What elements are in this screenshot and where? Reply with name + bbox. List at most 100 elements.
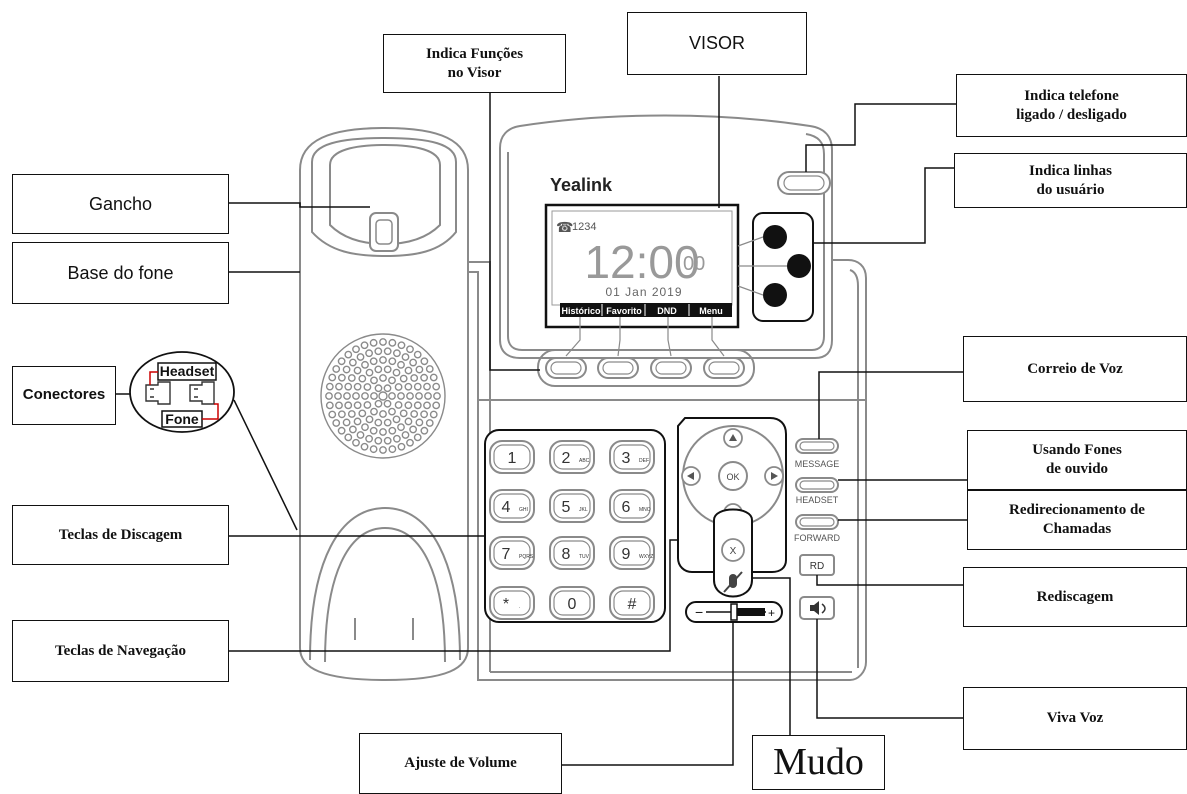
speaker-hole: [343, 392, 351, 400]
softkey-label: Histórico: [561, 306, 601, 316]
key-inner: [613, 540, 651, 566]
chevron-up-icon: [729, 434, 737, 441]
speaker-hole: [397, 392, 405, 400]
key-3[interactable]: [609, 440, 655, 474]
key-1[interactable]: [489, 440, 535, 474]
speaker-hole: [369, 357, 378, 366]
callout-ajuste-volume: Ajuste de Volume: [359, 733, 562, 794]
speaker-hole: [432, 401, 441, 410]
speaker-hole: [388, 376, 396, 385]
speaker-hole: [404, 382, 413, 391]
key-8[interactable]: [549, 536, 595, 570]
speaker-hole: [401, 353, 410, 361]
speaker-hole: [358, 374, 367, 383]
speaker-hole: [325, 401, 334, 410]
speaker-hole: [397, 360, 405, 369]
key-#[interactable]: [609, 586, 655, 620]
softkey-button-4[interactable]: [703, 357, 745, 379]
speaker-hole: [383, 418, 392, 427]
speaker-hole: [358, 409, 367, 418]
callout-gancho: Gancho: [12, 174, 229, 234]
speaker-hole: [374, 418, 383, 427]
cancel-button: [721, 538, 745, 562]
key-5[interactable]: [549, 489, 595, 523]
key-letters: WXYZ: [639, 554, 653, 560]
speaker-hole: [325, 382, 334, 391]
callout-viva-voz: Viva Voz: [963, 687, 1187, 750]
key-2[interactable]: [549, 440, 595, 474]
connector-headset-label: Headset: [160, 363, 215, 379]
line-key-2: [787, 254, 811, 278]
speaker-hole: [337, 410, 346, 419]
speaker-hole: [344, 433, 353, 442]
key-inner: [613, 493, 651, 519]
key-*[interactable]: [489, 586, 535, 620]
speaker-hole: [397, 423, 405, 432]
speaker-hole: [406, 392, 414, 400]
callout-base-fone: Base do fone: [12, 242, 229, 304]
speaker-hole: [410, 374, 419, 382]
softkey-button-2[interactable]: [597, 357, 639, 379]
chevron-right-icon: [771, 472, 778, 480]
speaker-hole: [369, 445, 378, 454]
softkey-button-inner: [550, 361, 582, 375]
key-digit: 3: [622, 450, 631, 467]
key-7[interactable]: [489, 536, 535, 570]
svg-text:MESSAGE: MESSAGE: [795, 459, 840, 469]
key-6[interactable]: [609, 489, 655, 523]
key-inner: [493, 540, 531, 566]
speaker-hole: [369, 426, 378, 435]
softkey-button-inner: [655, 361, 687, 375]
line-key-3: [763, 283, 787, 307]
speaker-hole: [379, 446, 387, 454]
key-inner: [553, 444, 591, 470]
key-4[interactable]: [489, 489, 535, 523]
speaker-hole: [423, 401, 431, 410]
softkey-button-3[interactable]: [650, 357, 692, 379]
key-inner: [613, 590, 651, 616]
key-digit: *: [503, 596, 509, 613]
key-letters: TUV: [579, 554, 590, 560]
power-indicator-led: [777, 171, 831, 195]
key-digit: 0: [568, 596, 577, 613]
speaker-hole: [352, 345, 360, 354]
chevron-left-icon: [687, 472, 694, 480]
speaker-hole: [392, 368, 401, 377]
svg-text:RD: RD: [810, 561, 824, 572]
softkey-label: Favorito: [606, 306, 642, 316]
key-digit: 6: [622, 499, 631, 516]
speaker-hole: [374, 347, 383, 356]
key-inner: [553, 540, 591, 566]
speaker-hole: [383, 365, 392, 374]
speaker-hole: [388, 426, 397, 435]
speaker-hole: [413, 382, 422, 391]
speaker-hole: [409, 358, 418, 367]
speaker-hole: [374, 399, 383, 408]
hook-switch: [369, 212, 399, 252]
key-letters: GHI: [519, 507, 528, 513]
speaker-hole: [399, 409, 408, 418]
key-digit: #: [628, 596, 637, 613]
key-9[interactable]: [609, 536, 655, 570]
speaker-hole: [344, 401, 353, 410]
callout-visor: VISOR: [627, 12, 807, 75]
speaker-hole: [374, 365, 383, 374]
callout-rediscagem: Rediscagem: [963, 567, 1187, 627]
speaker-hole: [397, 442, 406, 451]
speaker-hole: [348, 425, 357, 434]
speaker-hole: [361, 360, 369, 369]
key-0[interactable]: [549, 586, 595, 620]
speaker-hole: [433, 392, 441, 400]
softkey-leaders: [565, 317, 725, 357]
key-inner: [493, 493, 531, 519]
callout-mudo: Mudo: [752, 735, 885, 790]
key-letters: JKL: [579, 507, 588, 513]
softkey-button-1[interactable]: [545, 357, 587, 379]
speaker-hole: [337, 426, 346, 435]
phone-glyph-icon: ☎: [556, 219, 573, 235]
speaker-hole: [342, 418, 351, 427]
speaker-hole: [325, 392, 333, 400]
speaker-hole: [370, 376, 378, 385]
mute-mic-icon: [723, 571, 743, 593]
